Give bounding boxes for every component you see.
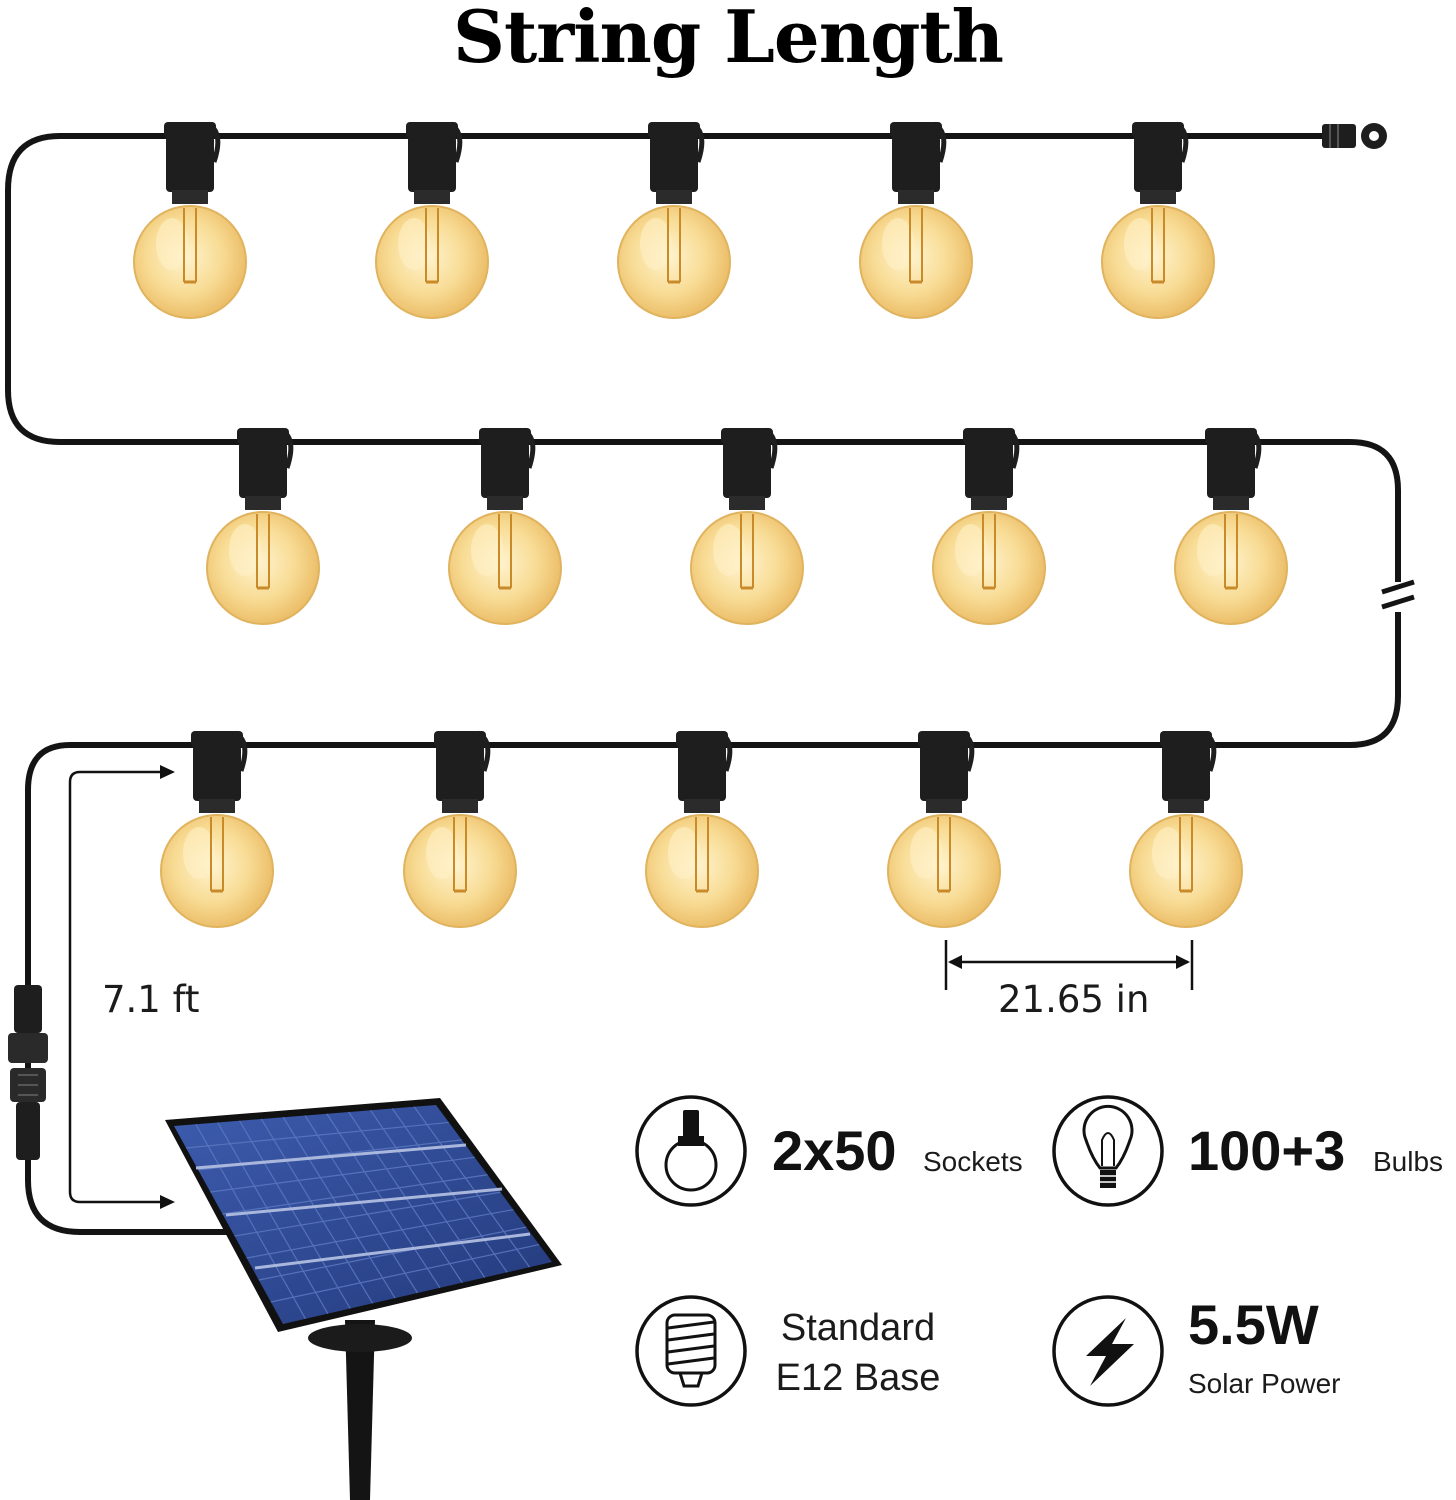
- sockets-label: Sockets: [923, 1146, 1023, 1177]
- panel-cell-line: [391, 1108, 508, 1273]
- bulbs-label: Bulbs: [1373, 1146, 1444, 1177]
- light-bulb: [448, 427, 562, 625]
- light-bulb: [932, 427, 1046, 625]
- solar-power-label: Solar Power: [1188, 1368, 1341, 1399]
- end-plug-icon: [1322, 123, 1387, 149]
- solar-panel: [165, 1098, 562, 1500]
- panel-cell-line: [234, 1191, 501, 1237]
- light-bulb: [645, 730, 759, 928]
- bulb-array: [133, 121, 1288, 928]
- panel-cell-line: [238, 1120, 351, 1309]
- spacing-dimension: [944, 940, 1194, 990]
- socket-bulb-icon: [635, 1095, 747, 1207]
- light-bulb: [160, 730, 274, 928]
- light-bulb: [403, 730, 517, 928]
- filament-bulb-icon: [1052, 1095, 1164, 1207]
- panel-cell-line: [270, 1243, 540, 1303]
- e12-base-icon: [635, 1295, 747, 1407]
- base-type-line2: E12 Base: [775, 1357, 941, 1399]
- light-bulb: [617, 121, 731, 319]
- waterproof-connector-icon: [8, 985, 48, 1160]
- bulb-spacing-length: 21.65 in: [998, 978, 1150, 1021]
- break-mark: [1381, 579, 1415, 612]
- bulbs-count: 100+3: [1188, 1119, 1346, 1182]
- base-type-line1: Standard: [780, 1307, 936, 1349]
- panel-cell-line: [210, 1156, 475, 1193]
- panel-cell-line: [195, 1123, 306, 1320]
- solar-wattage: 5.5W: [1188, 1293, 1319, 1356]
- light-bulb: [1129, 730, 1243, 928]
- light-bulb: [133, 121, 247, 319]
- sockets-count: 2x50: [772, 1119, 897, 1182]
- light-bulb: [859, 121, 973, 319]
- light-bulb: [887, 730, 1001, 928]
- light-bulb: [1174, 427, 1288, 625]
- light-bulb: [375, 121, 489, 319]
- panel-cell-line: [222, 1174, 488, 1215]
- lead-cable-length: 7.1 ft: [102, 978, 200, 1021]
- panel-cell-line: [413, 1106, 531, 1268]
- lightning-bolt-icon: [1052, 1295, 1164, 1407]
- panel-cell-line: [304, 1115, 419, 1294]
- string-cable: [5, 133, 1401, 1235]
- panel-cell-line: [186, 1121, 449, 1149]
- panel-cell-line: [260, 1118, 374, 1304]
- panel-cell-line: [282, 1116, 396, 1299]
- panel-cell-line: [246, 1209, 514, 1259]
- panel-cell-line: [217, 1122, 329, 1314]
- panel-cell-line: [258, 1226, 527, 1281]
- page-title: String Length: [452, 0, 1004, 79]
- panel-cell-line: [370, 1109, 486, 1278]
- light-bulb: [1101, 121, 1215, 319]
- light-bulb: [206, 427, 320, 625]
- light-bulb: [690, 427, 804, 625]
- lead-length-arrow: [68, 765, 175, 1209]
